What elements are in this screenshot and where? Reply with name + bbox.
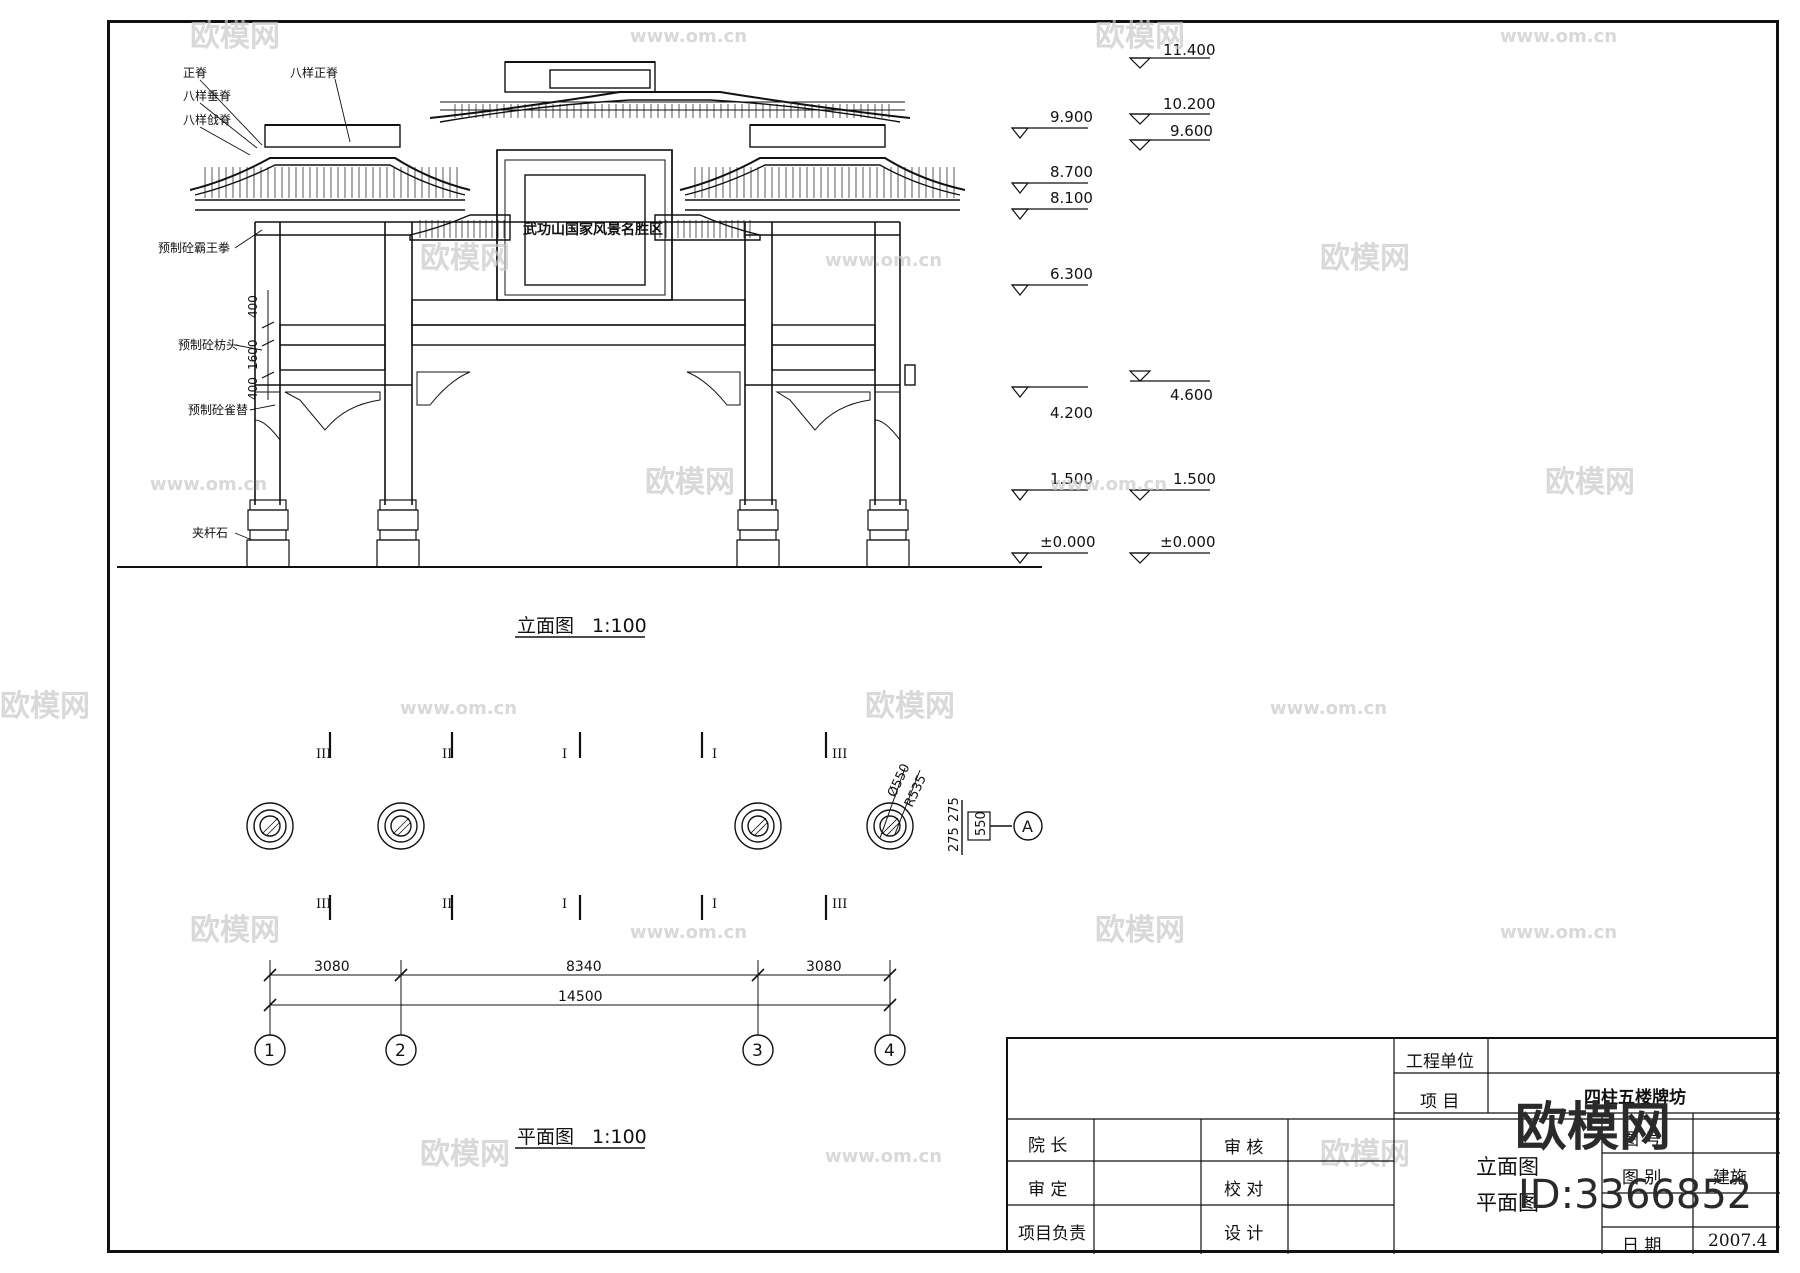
section-mark-bot-5: III xyxy=(832,897,847,912)
tb-drawing-no-label: 图 号 xyxy=(1622,1130,1662,1150)
watermark-brand: 欧模网 xyxy=(1320,241,1410,276)
watermark-url: www.om.cn xyxy=(825,250,942,271)
elev-left-6: 1.500 xyxy=(1050,470,1093,488)
plaque-text: 武功山国家风景名胜区 xyxy=(523,221,663,238)
tb-approve: 审 定 xyxy=(1028,1180,1068,1200)
drawing-frame xyxy=(107,20,1779,1253)
label-precast-beam: 预制砼霸王拳 xyxy=(158,240,230,255)
title-block: 工程单位 项 目 四柱五楼牌坊 院 长 审 核 审 定 校 对 项目负责 设 计… xyxy=(1006,1037,1780,1256)
tb-unit-label: 工程单位 xyxy=(1406,1052,1474,1072)
section-mark-top-4: I xyxy=(712,747,717,762)
elev-right-2: 10.200 xyxy=(1163,95,1216,113)
elev-right-3: 9.600 xyxy=(1170,122,1213,140)
axis-2: 2 xyxy=(395,1041,406,1061)
dim-v-2: 1600 xyxy=(246,339,260,370)
plan-dim-1: 3080 xyxy=(314,959,350,975)
label-precast-bracket: 预制砼雀替 xyxy=(188,403,248,417)
col-h1: 275 xyxy=(947,797,962,822)
elevation-scale: 1:100 xyxy=(592,615,647,637)
watermark-id: ID:3366852 xyxy=(1518,1172,1753,1218)
watermark-url: www.om.cn xyxy=(150,474,267,495)
watermark-logo-text: 欧模网 xyxy=(1515,1098,1672,1158)
watermark-brand: 欧模网 xyxy=(190,19,280,54)
label-ridge: 正脊 xyxy=(183,66,207,80)
section-mark-top-5: III xyxy=(832,747,847,762)
elev-left-1: 9.900 xyxy=(1050,108,1093,126)
plan-dim-total: 14500 xyxy=(558,989,603,1005)
tb-drawing-name-1: 立面图 xyxy=(1476,1155,1539,1179)
elev-right-4: 4.600 xyxy=(1170,386,1213,404)
elev-left-5: 4.200 xyxy=(1050,404,1093,422)
watermark-url: www.om.cn xyxy=(1500,922,1617,943)
label-eight-ridge-1: 八样垂脊 xyxy=(183,88,231,103)
tb-date-label: 日 期 xyxy=(1622,1236,1662,1256)
section-mark-bot-3: I xyxy=(562,897,567,912)
axis-3: 3 xyxy=(752,1041,763,1061)
section-mark-top-2: II xyxy=(442,747,452,762)
watermark-url: www.om.cn xyxy=(825,1146,942,1167)
watermark-url: www.om.cn xyxy=(630,26,747,47)
watermark-brand: 欧模网 xyxy=(1320,1137,1410,1172)
elev-right-5: 1.500 xyxy=(1173,470,1216,488)
col-h2: 275 xyxy=(947,827,962,852)
watermark-url: www.om.cn xyxy=(1270,698,1387,719)
watermark-brand: 欧模网 xyxy=(1545,465,1635,500)
tb-category: 建施 xyxy=(1713,1168,1747,1188)
watermark-brand: 欧模网 xyxy=(420,241,510,276)
watermark-url: www.om.cn xyxy=(1050,474,1167,495)
section-mark-bot-4: I xyxy=(712,897,717,912)
label-eight-tile: 八样正脊 xyxy=(290,65,338,80)
section-mark-bot-1: III xyxy=(316,897,331,912)
label-eight-ridge-2: 八样戗脊 xyxy=(183,112,231,127)
watermark-brand: 欧模网 xyxy=(865,689,955,724)
watermark-brand: 欧模网 xyxy=(1095,913,1185,948)
tb-dean: 院 长 xyxy=(1028,1136,1068,1156)
label-precast-lintel: 预制砼枋头 xyxy=(178,337,238,352)
section-mark-top-3: I xyxy=(562,747,567,762)
dim-v-1: 400 xyxy=(246,295,260,318)
section-mark-top-1: III xyxy=(316,747,331,762)
elev-left-3: 8.100 xyxy=(1050,189,1093,207)
tb-drawing-name-2: 平面图 xyxy=(1476,1191,1539,1215)
axis-1: 1 xyxy=(264,1041,275,1061)
watermark-brand: 欧模网 xyxy=(420,1137,510,1172)
watermark-url: www.om.cn xyxy=(1500,26,1617,47)
tb-check: 校 对 xyxy=(1224,1180,1264,1200)
plan-dim-2: 8340 xyxy=(566,959,602,975)
plan-dim-3: 3080 xyxy=(806,959,842,975)
tb-project-label: 项 目 xyxy=(1420,1092,1460,1112)
elev-left-4: 6.300 xyxy=(1050,265,1093,283)
watermark-url: www.om.cn xyxy=(400,698,517,719)
tb-design: 设 计 xyxy=(1224,1224,1264,1244)
axis-4: 4 xyxy=(884,1041,895,1061)
axis-a: A xyxy=(1022,817,1033,836)
label-clamp-stone: 夹杆石 xyxy=(192,526,228,540)
elev-left-2: 8.700 xyxy=(1050,163,1093,181)
watermark-url: www.om.cn xyxy=(630,922,747,943)
watermark-brand: 欧模网 xyxy=(0,689,90,724)
dim-v-3: 400 xyxy=(246,377,260,400)
watermark-brand: 欧模网 xyxy=(1095,19,1185,54)
elevation-title: 立面图 xyxy=(517,615,574,637)
watermark-brand: 欧模网 xyxy=(645,465,735,500)
plan-scale: 1:100 xyxy=(592,1126,647,1148)
tb-date: 2007.4 xyxy=(1708,1231,1768,1251)
col-w: 550 xyxy=(974,811,989,836)
section-mark-bot-2: II xyxy=(442,897,452,912)
watermark-brand: 欧模网 xyxy=(190,913,280,948)
plan-title: 平面图 xyxy=(517,1126,574,1148)
tb-project-name: 四柱五楼牌坊 xyxy=(1584,1088,1686,1108)
tb-category-label: 图 别 xyxy=(1622,1168,1662,1188)
tb-review: 审 核 xyxy=(1224,1138,1264,1158)
tb-lead: 项目负责 xyxy=(1018,1224,1086,1244)
elev-left-7: ±0.000 xyxy=(1040,533,1096,551)
elev-right-6: ±0.000 xyxy=(1160,533,1216,551)
elev-right-1: 11.400 xyxy=(1163,41,1216,59)
